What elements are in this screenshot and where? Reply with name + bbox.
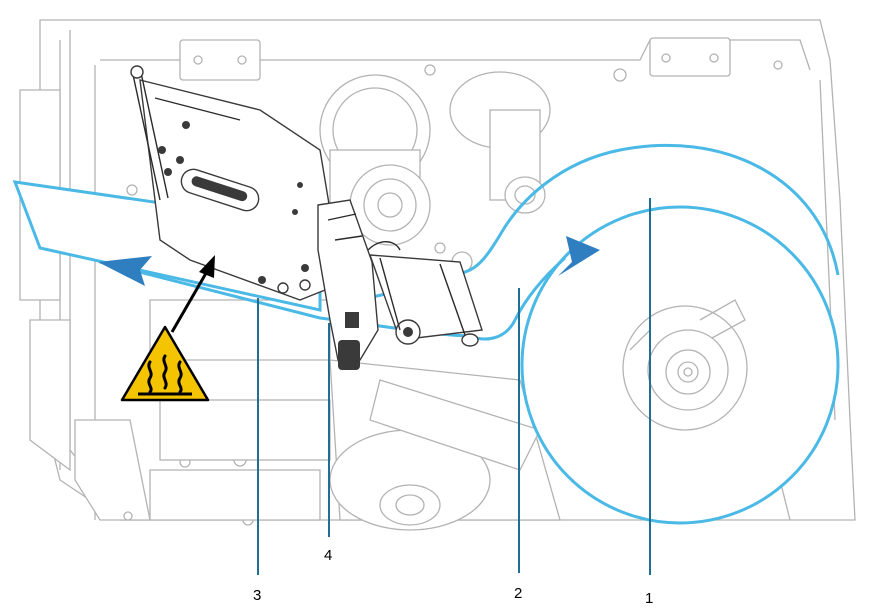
callout-number: 4 (324, 547, 332, 564)
hot-surface-warning-icon (120, 325, 210, 402)
callout-number: 1 (645, 590, 653, 607)
callout-number: 3 (253, 587, 261, 604)
pointer-arrow-icon (170, 255, 215, 333)
printhead-assembly (130, 65, 483, 370)
callout-leader-lines (257, 198, 651, 575)
direction-arrow-icon (558, 236, 600, 276)
callout-number: 2 (514, 585, 522, 602)
media-path (12, 143, 840, 525)
direction-arrow-icon (98, 256, 152, 286)
